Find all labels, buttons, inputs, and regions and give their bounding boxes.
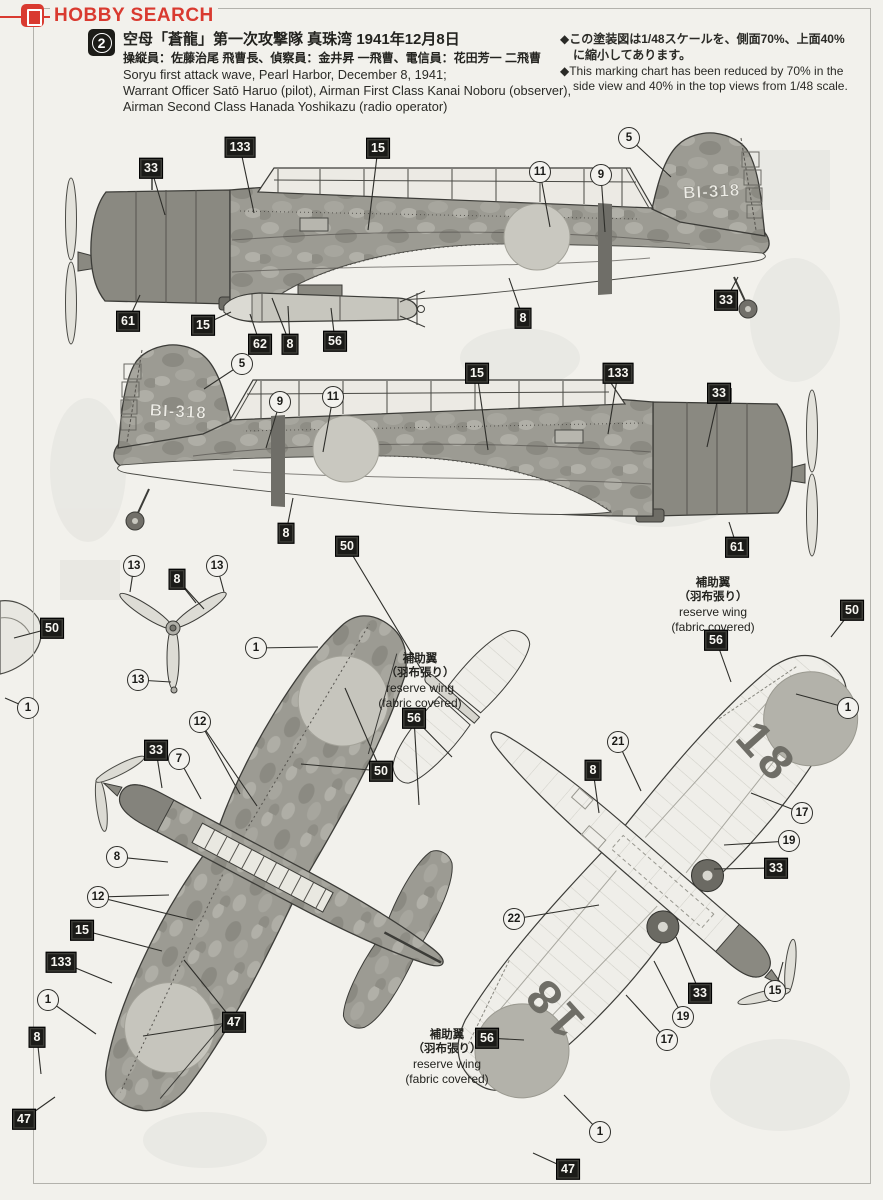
hobbysearch-logo-text: HOBBY SEARCH (50, 5, 218, 27)
paint-callout-50: 50 (840, 599, 864, 621)
paint-callout-133: 133 (45, 951, 77, 973)
scale-note-jp-2: に縮小してあります。 (573, 48, 692, 62)
paint-callout-33: 33 (714, 289, 738, 311)
paint-callout-8: 8 (514, 307, 532, 329)
decal-callout-13: 13 (206, 555, 228, 577)
paint-callout-47: 47 (12, 1108, 36, 1130)
top-view-underside: 18 18 (392, 630, 859, 1099)
decal-callout-7: 7 (168, 748, 190, 770)
paint-callout-133: 133 (224, 136, 256, 158)
decal-callout-9: 9 (269, 391, 291, 413)
paint-callout-15: 15 (366, 137, 390, 159)
decal-callout-9: 9 (590, 164, 612, 186)
paint-callout-56: 56 (475, 1027, 499, 1049)
decal-callout-1: 1 (837, 697, 859, 719)
paint-callout-15: 15 (191, 314, 215, 336)
paint-callout-33: 33 (764, 857, 788, 879)
side-view-port: BI-318 (112, 343, 819, 557)
reserve-wing-label-3: 補助翼 （羽布張り） reserve wing (fabric covered) (405, 1029, 489, 1086)
scheme-number-badge: 2 (88, 29, 115, 56)
paint-callout-8: 8 (277, 522, 295, 544)
scheme-number: 2 (91, 32, 112, 53)
decal-callout-21: 21 (607, 731, 629, 753)
tail-code-side2: BI-318 (149, 401, 207, 423)
paint-callout-61: 61 (116, 310, 140, 332)
paint-callout-50: 50 (335, 535, 359, 557)
decal-callout-19: 19 (778, 830, 800, 852)
decal-callout-13: 13 (123, 555, 145, 577)
decal-callout-11: 11 (529, 161, 551, 183)
paint-callout-56: 56 (402, 707, 426, 729)
decal-callout-12: 12 (87, 886, 109, 908)
scheme-title-en-2: Warrant Officer Satō Haruo (pilot), Airm… (123, 83, 572, 98)
paint-callout-33: 33 (688, 982, 712, 1004)
reserve-wing-label-2: 補助翼 （羽布張り） reserve wing (fabric covered) (671, 577, 755, 634)
paint-callout-8: 8 (28, 1026, 46, 1048)
paint-callout-8: 8 (281, 333, 299, 355)
decal-callout-5: 5 (231, 353, 253, 375)
decal-callout-19: 19 (672, 1006, 694, 1028)
paint-callout-8: 8 (168, 568, 186, 590)
paint-callout-133: 133 (602, 362, 634, 384)
decal-callout-8: 8 (106, 846, 128, 868)
paint-callout-33: 33 (139, 157, 163, 179)
scale-note-en-1: ◆This marking chart has been reduced by … (560, 64, 844, 78)
scheme-title-en-3: Airman Second Class Hanada Yoshikazu (ra… (123, 99, 448, 114)
decal-callout-1: 1 (245, 637, 267, 659)
propeller-detail (119, 591, 227, 694)
decal-callout-13: 13 (127, 669, 149, 691)
decal-callout-12: 12 (189, 711, 211, 733)
paint-callout-50: 50 (40, 617, 64, 639)
scheme-title-en-1: Soryu first attack wave, Pearl Harbor, D… (123, 67, 447, 82)
paint-callout-56: 56 (704, 629, 728, 651)
paint-callout-47: 47 (556, 1158, 580, 1180)
paint-callout-15: 15 (465, 362, 489, 384)
decal-callout-1: 1 (37, 989, 59, 1011)
scheme-title-jp: 空母「蒼龍」第一次攻撃隊 真珠湾 1941年12月8日 (123, 31, 460, 48)
decal-callout-1: 1 (589, 1121, 611, 1143)
decal-callout-1: 1 (17, 697, 39, 719)
paint-callout-33: 33 (707, 382, 731, 404)
crew-line-jp: 操縦員：佐藤治尾 飛曹長、偵察員：金井昇 一飛曹、電信員：花田芳一 二飛曹 (123, 51, 542, 65)
paint-callout-8: 8 (584, 759, 602, 781)
paint-callout-62: 62 (248, 333, 272, 355)
paint-callout-50: 50 (369, 760, 393, 782)
decal-callout-5: 5 (618, 127, 640, 149)
decal-callout-17: 17 (656, 1029, 678, 1051)
hobbysearch-logo-icon (21, 4, 44, 27)
decal-callout-15: 15 (764, 980, 786, 1002)
decal-callout-11: 11 (322, 386, 344, 408)
scale-note-en-2: side view and 40% in the top views from … (573, 79, 848, 93)
paint-callout-47: 47 (222, 1011, 246, 1033)
decal-callout-22: 22 (503, 908, 525, 930)
decal-callout-17: 17 (791, 802, 813, 824)
paint-callout-33: 33 (144, 739, 168, 761)
paint-callout-56: 56 (323, 330, 347, 352)
page-border-frame (33, 8, 871, 1184)
label-en-line2: (fabric covered) (378, 695, 462, 710)
tail-code-side1: BI-318 (683, 181, 741, 203)
label-en-line1: reserve wing (385, 680, 455, 695)
paint-callout-15: 15 (70, 919, 94, 941)
paint-callout-61: 61 (725, 536, 749, 558)
scale-note-jp-1: ◆この塗装図は1/48スケールを、側面70%、上面40% (560, 32, 845, 46)
